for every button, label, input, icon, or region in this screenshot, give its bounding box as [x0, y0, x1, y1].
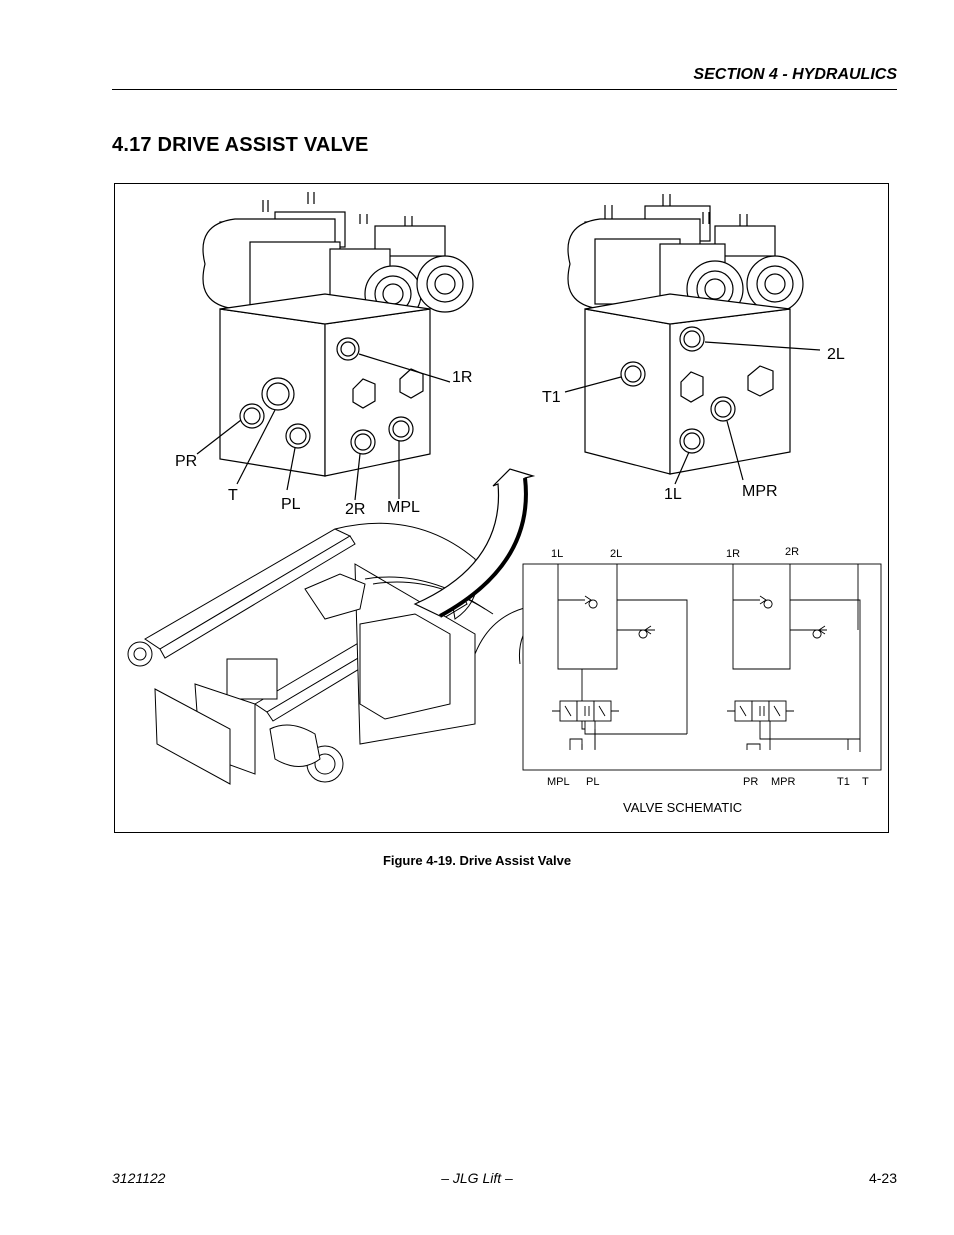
header-rule: [112, 89, 897, 90]
label-1r: 1R: [452, 369, 472, 386]
valve-schematic: [522, 563, 882, 771]
section-title: 4.17 DRIVE ASSIST VALVE: [112, 134, 369, 156]
left-valve-block: [196, 192, 474, 501]
machine-chassis: [127, 522, 556, 785]
label-pr: PR: [175, 453, 197, 470]
schematic-port-t1: T1: [837, 776, 850, 788]
label-1l: 1L: [664, 486, 682, 503]
schematic-port-mpr: MPR: [771, 776, 796, 788]
label-t1: T1: [542, 389, 561, 406]
schematic-port-1l: 1L: [551, 548, 563, 560]
label-2l: 2L: [827, 346, 845, 363]
schematic-title: VALVE SCHEMATIC: [623, 800, 742, 815]
label-t: T: [228, 487, 238, 504]
schematic-port-t: T: [862, 776, 869, 788]
label-mpr: MPR: [742, 483, 778, 500]
figure-caption: Figure 4-19. Drive Assist Valve: [382, 853, 572, 868]
schematic-port-1r: 1R: [726, 548, 740, 560]
section-header: SECTION 4 - HYDRAULICS: [693, 66, 897, 83]
schematic-port-2l: 2L: [610, 548, 622, 560]
right-valve-block: [564, 194, 821, 485]
schematic-port-pr: PR: [743, 776, 758, 788]
footer-publisher: – JLG Lift –: [441, 1170, 513, 1186]
label-mpl: MPL: [387, 499, 420, 516]
label-pl: PL: [281, 496, 301, 513]
label-2r: 2R: [345, 501, 365, 518]
schematic-port-pl: PL: [586, 776, 599, 788]
footer-doc-number: 3121122: [112, 1170, 166, 1186]
curved-arrow: [413, 468, 536, 618]
drive-assist-valve-illustration: 1R PR T PL 2R MPL T1 2L 1L MPR 1L 2L 1R …: [127, 192, 882, 815]
schematic-port-mpl: MPL: [547, 776, 570, 788]
schematic-port-2r: 2R: [785, 546, 799, 558]
footer-page-number: 4-23: [868, 1170, 897, 1186]
figure-frame: 1R PR T PL 2R MPL T1 2L 1L MPR 1L 2L 1R …: [114, 183, 889, 833]
